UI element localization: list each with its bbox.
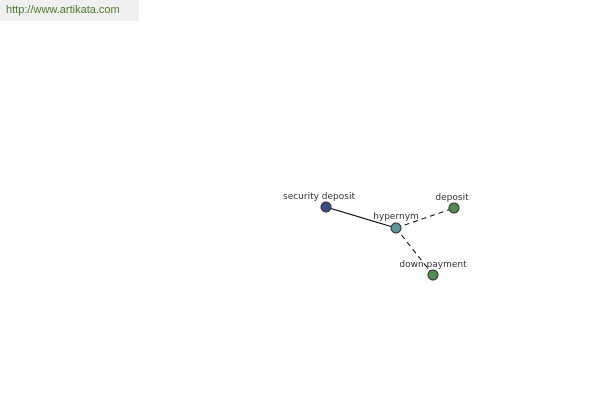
node-security-deposit-dot[interactable]	[320, 201, 332, 213]
node-down-payment[interactable]: down payment	[399, 260, 467, 281]
edge-hypernym-down-payment	[395, 227, 434, 276]
node-hypernym-dot[interactable]	[390, 222, 402, 234]
node-hypernym-label[interactable]: hypernym	[373, 212, 419, 222]
edge-security-deposit-hypernym	[325, 206, 397, 229]
node-down-payment-dot[interactable]	[427, 269, 439, 281]
node-deposit[interactable]: deposit	[435, 193, 469, 214]
node-security-deposit[interactable]: security deposit	[283, 192, 355, 213]
node-down-payment-label[interactable]: down payment	[399, 260, 467, 270]
site-url-label[interactable]: http://www.artikata.com	[0, 0, 139, 21]
node-deposit-dot[interactable]	[448, 202, 460, 214]
node-hypernym[interactable]: hypernym	[373, 212, 419, 234]
node-deposit-label[interactable]: deposit	[435, 193, 469, 203]
edge-hypernym-deposit	[395, 207, 455, 229]
node-security-deposit-label[interactable]: security deposit	[283, 192, 355, 202]
